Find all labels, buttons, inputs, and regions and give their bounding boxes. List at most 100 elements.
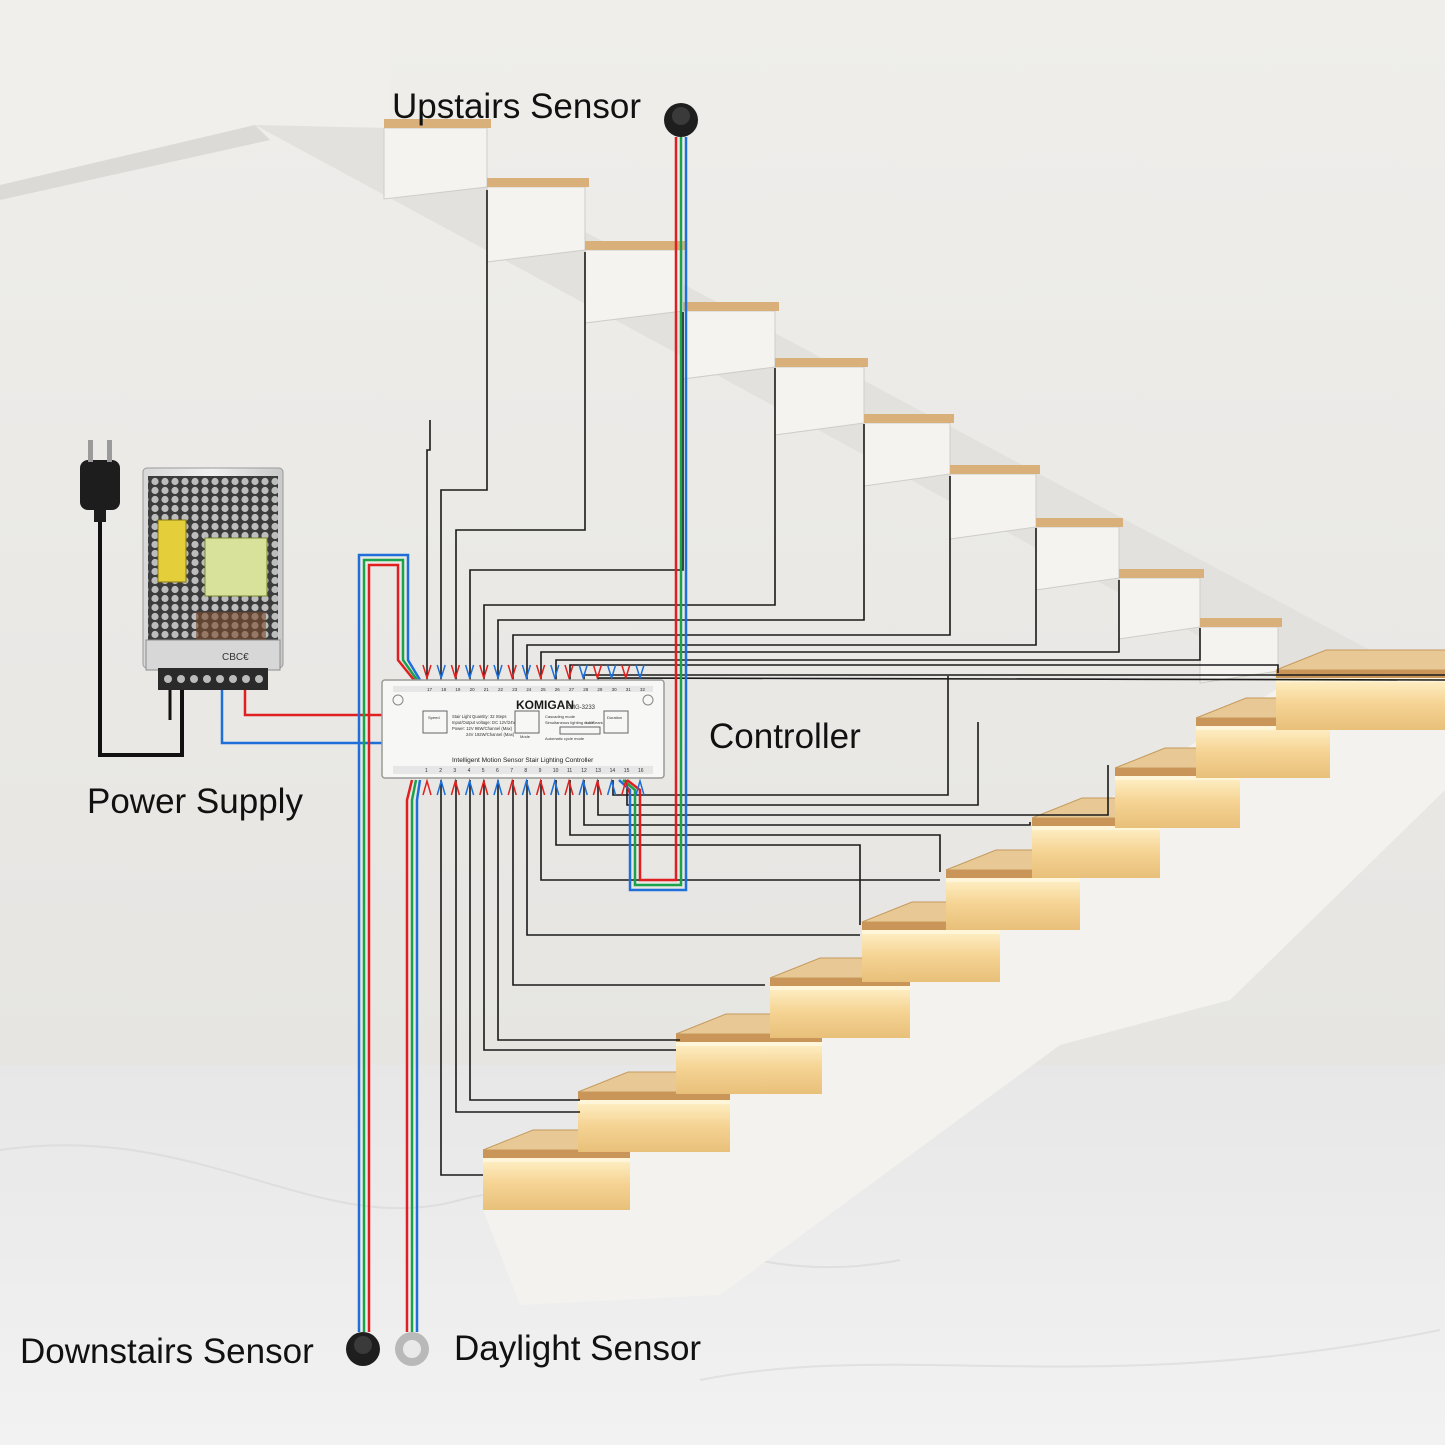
power-positive-wire [243, 690, 383, 717]
downstairs-sensor-cable [367, 563, 415, 1332]
terminal-lead [436, 778, 446, 796]
step-wire [455, 252, 586, 680]
terminal-label-bottom: 13 [595, 768, 601, 774]
terminal-label-top: 26 [555, 687, 561, 692]
light-sensor-icon [395, 1332, 429, 1366]
ctrlBrand: KOMIGAN [516, 698, 574, 712]
ctrlBtn0: Speed [428, 715, 440, 720]
terminal-label-top: 29 [597, 687, 603, 692]
terminal-lead [479, 778, 489, 796]
terminal-lead [521, 664, 532, 681]
lit-riser [1115, 776, 1240, 828]
upper-tread [775, 358, 868, 367]
daylight-sensor-cable [415, 779, 422, 1332]
upstairs-sensor-cable [618, 137, 688, 892]
power-negative-wire [220, 690, 383, 745]
terminal-label-top: 23 [512, 687, 518, 692]
lit-riser [770, 986, 910, 1038]
power-supply-label: Power Supply [87, 782, 303, 821]
step-wire [555, 628, 1201, 680]
terminal-lead [450, 778, 461, 796]
ctrlSpec1: Input/Output voltage: DC 12V/24V [452, 720, 516, 725]
ctrlModel: KMG-3233 [566, 705, 596, 711]
terminal-label-bottom: 6 [496, 768, 499, 774]
plug-icon [80, 440, 120, 522]
upstairs-sensor-cable [622, 137, 683, 887]
terminal-label-bottom: 7 [510, 768, 513, 774]
terminal-lead [564, 778, 574, 796]
downstairs-sensor-cable [357, 553, 422, 1332]
terminal-label-top: 32 [640, 687, 646, 692]
lit-riser [1032, 826, 1160, 878]
terminal-label-bottom: 11 [567, 768, 572, 774]
tread-edge [676, 1034, 822, 1042]
lit-riser [946, 878, 1080, 930]
ctrlSpec2: Power: 12V 96W/Channel (Max) [452, 726, 513, 731]
terminal-lead [507, 664, 517, 681]
ctrlMode1: Simultaneous lighting mode [545, 720, 595, 725]
terminal-lead [535, 664, 546, 681]
upper-riser [486, 186, 586, 263]
terminal-label-bottom: 14 [610, 768, 616, 774]
upper-tread [1119, 569, 1204, 578]
terminal-label-top: 17 [427, 687, 433, 692]
terminal-lead [578, 664, 588, 681]
lower-stair-flight [482, 649, 1445, 1305]
terminal-lead [464, 664, 475, 681]
led-strip [1115, 776, 1240, 780]
terminal-label-bottom: 3 [453, 768, 456, 774]
step-wire [469, 780, 580, 1101]
led-strip [676, 1042, 822, 1046]
ctrlSpec0: Stair Light Quantity: 32 Steps [452, 714, 506, 719]
step-wire [569, 780, 941, 872]
step-wire [483, 368, 776, 680]
terminal-label-top: 21 [484, 687, 490, 692]
led-strip [1032, 826, 1160, 830]
tread-edge [1276, 670, 1445, 678]
terminal-label-top: 31 [626, 687, 632, 692]
tread-edge [1032, 818, 1160, 826]
upstairs-sensor-label: Upstairs Sensor [392, 87, 641, 126]
tread-edge [946, 870, 1080, 878]
ctrlBtn3: Duration [607, 715, 622, 720]
step-wire [555, 780, 861, 925]
terminal-lead [578, 778, 588, 796]
mains-cable [98, 510, 184, 757]
upstairs-sensor-cable [626, 137, 678, 882]
terminal-label-bottom: 4 [468, 768, 471, 774]
tread-edge [862, 922, 1000, 930]
power-supply-unit: CBC€ [142, 467, 284, 690]
led-strip [862, 930, 1000, 934]
step-wire [469, 312, 684, 680]
lit-riser [862, 930, 1000, 982]
terminal-label-bottom: 10 [553, 768, 559, 774]
led-strip [946, 878, 1080, 882]
terminal-lead [606, 778, 617, 796]
terminal-lead [450, 664, 461, 681]
lit-riser [1276, 678, 1445, 730]
downstairs-sensor-cable [362, 558, 419, 1332]
step-wire [540, 780, 940, 881]
terminal-label-top: 30 [612, 687, 618, 692]
terminal-lead [436, 664, 446, 681]
step-wire [526, 780, 860, 936]
tread-edge [770, 978, 910, 986]
terminal-label-bottom: 8 [524, 768, 527, 774]
led-strip [1196, 726, 1330, 730]
tread-edge [1196, 718, 1330, 726]
tread-edge [483, 1150, 630, 1158]
step-wire [497, 780, 680, 1041]
terminal-label-top: 18 [441, 687, 447, 692]
tread-edge [1115, 768, 1240, 776]
upper-tread [487, 178, 589, 187]
downstairs-sensor-label: Downstairs Sensor [20, 1332, 314, 1371]
terminal-label-top: 20 [470, 687, 476, 692]
ctrlSpec3: 24V 192W/Channel (Max) [466, 732, 515, 737]
ctrlDur: 1-6 Gears [585, 720, 603, 725]
lit-riser [1196, 726, 1330, 778]
terminal-lead [564, 664, 574, 681]
controller-label: Controller [709, 717, 861, 756]
terminal-label-top: 25 [541, 687, 547, 692]
terminal-label-bottom: 16 [638, 768, 644, 774]
